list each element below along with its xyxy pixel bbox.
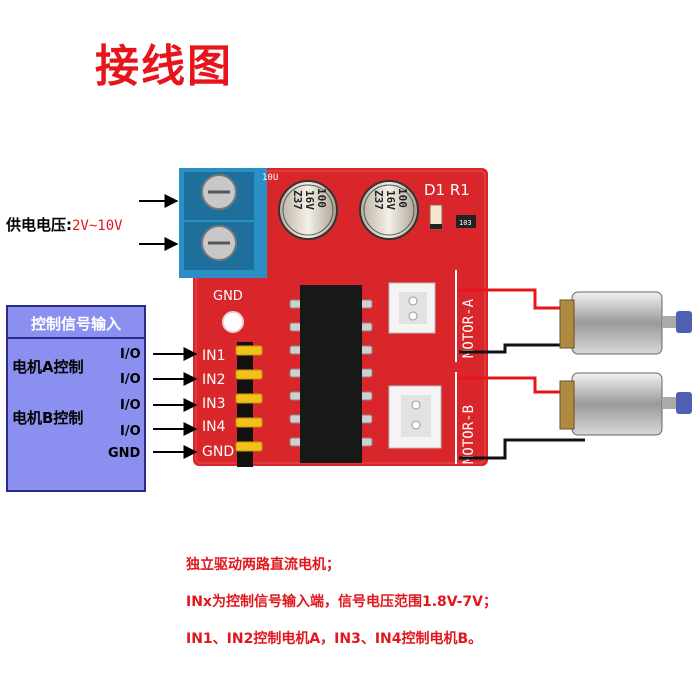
- board-gnd-label: GND: [213, 289, 243, 304]
- pin-label-in2: IN2: [202, 372, 226, 388]
- control-title-divider: [8, 337, 144, 339]
- header-pins: [235, 345, 263, 452]
- resistor-r1: [456, 215, 476, 228]
- capacitor-2-rim: [363, 184, 415, 236]
- io-label-2: I/O: [120, 372, 141, 387]
- notes-block: 独立驱动两路直流电机； INx为控制信号输入端，信号电压范围1.8V-7V； I…: [186, 547, 497, 658]
- motor-b-control-label: 电机B控制: [12, 409, 84, 427]
- supply-label-text: 供电电压:: [6, 216, 72, 234]
- driver-chip: [300, 285, 362, 463]
- note-line-3: IN1、IN2控制电机A，IN3、IN4控制电机B。: [186, 631, 483, 647]
- motor-a-control-label: 电机A控制: [12, 358, 84, 376]
- diode-band: [430, 224, 442, 229]
- motor-a: [559, 291, 692, 355]
- supply-voltage-label: 供电电压:2V~10V: [6, 214, 123, 235]
- control-arrows: [153, 347, 198, 459]
- control-input-box: 控制信号输入 电机A控制 电机B控制 I/O I/O I/O I/O GND: [6, 305, 146, 492]
- page-title: 接线图: [95, 41, 233, 92]
- supply-range: 2V~10V: [72, 218, 123, 234]
- motor-a-black-wire: [459, 343, 585, 354]
- capacitor-2-label: 10016VZ37: [372, 188, 409, 210]
- pin-label-in1: IN1: [202, 348, 226, 364]
- io-label-4: I/O: [120, 424, 141, 439]
- pin-labels: IN1 IN2 IN3 IN4 GND: [202, 348, 234, 460]
- pin-label-in4: IN4: [202, 419, 226, 435]
- io-label-3: I/O: [120, 398, 141, 413]
- capacitor-1: [278, 180, 338, 240]
- pin-label-gnd: GND: [202, 444, 234, 460]
- capacitor-1-label: 10016VZ37: [291, 188, 328, 210]
- chip-outline-top: [286, 278, 378, 288]
- control-input-title: 控制信号输入: [30, 315, 121, 333]
- d1-r1-label: D1 R1: [424, 181, 470, 199]
- motor-b-black-wire: [459, 438, 585, 460]
- capacitor-1-rim: [282, 184, 334, 236]
- note-line-1: 独立驱动两路直流电机；: [186, 557, 340, 573]
- motor-b: [559, 372, 692, 436]
- motor-a-label: MOTOR-A: [461, 298, 477, 358]
- pin-label-in3: IN3: [202, 396, 226, 412]
- resistor-code: 103: [459, 219, 472, 227]
- io-label-1: I/O: [120, 347, 141, 362]
- partial-label: 10U: [262, 173, 278, 183]
- mounting-hole: [222, 311, 244, 333]
- capacitor-2: [359, 180, 419, 240]
- note-line-2: INx为控制信号输入端，信号电压范围1.8V-7V；: [186, 594, 497, 610]
- motor-b-label: MOTOR-B: [461, 405, 477, 464]
- gnd-label: GND: [108, 446, 141, 461]
